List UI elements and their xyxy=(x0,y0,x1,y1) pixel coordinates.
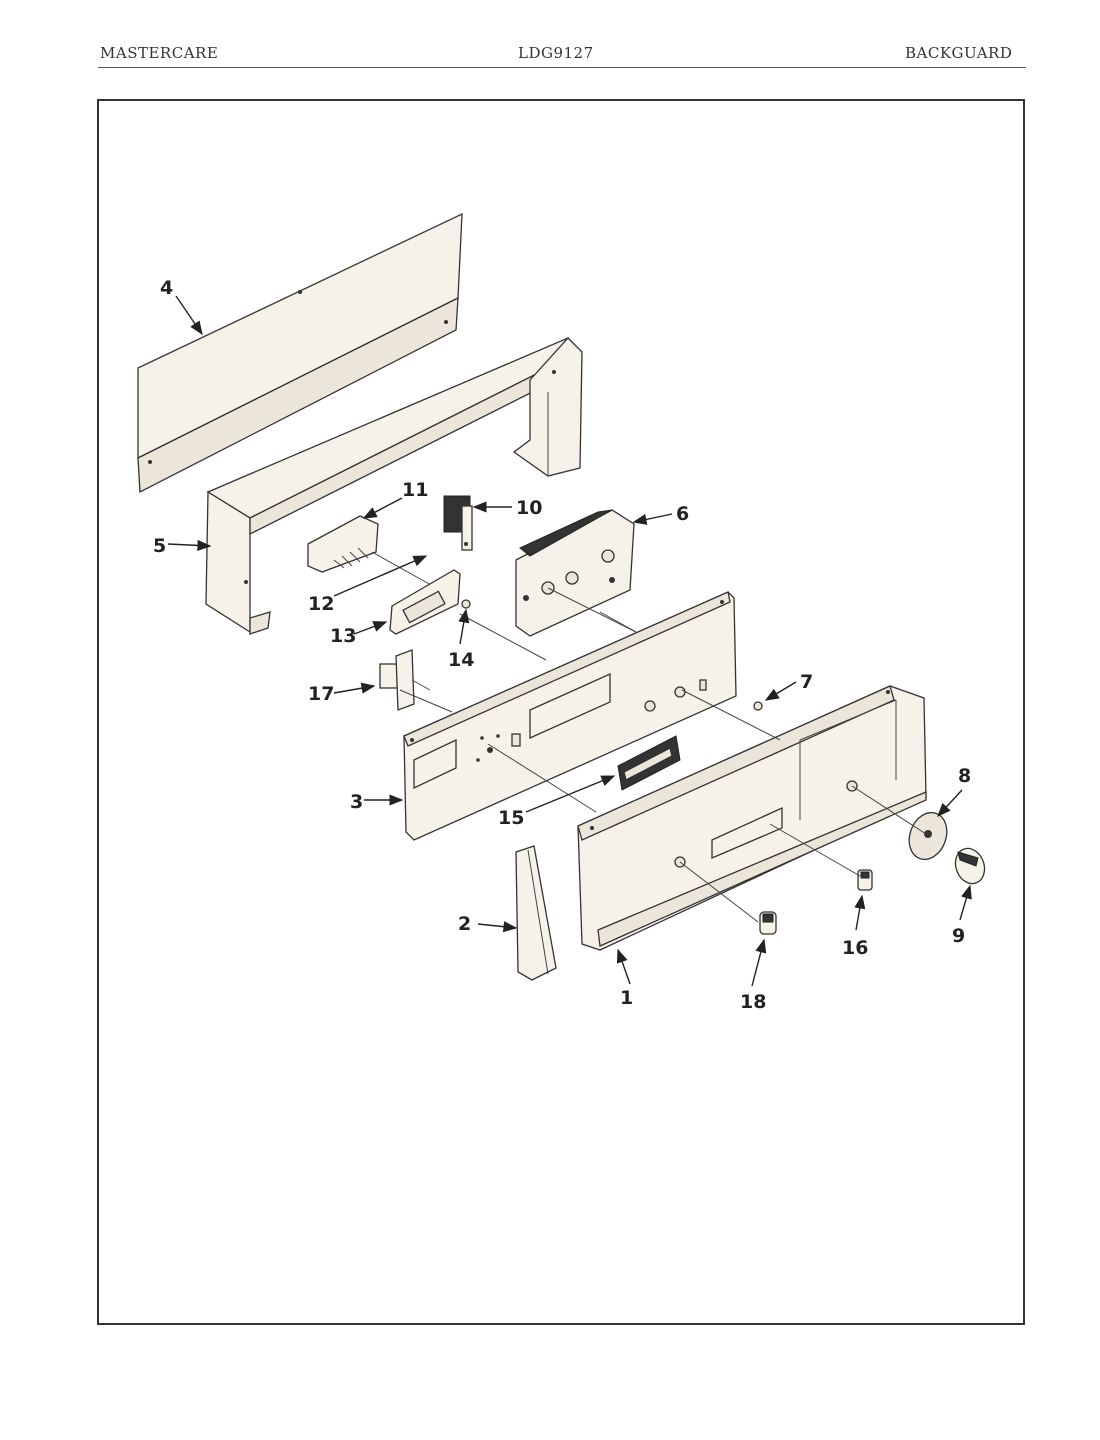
callout-17: 17 xyxy=(308,683,334,705)
leader-arrows xyxy=(167,295,972,987)
callout-6: 6 xyxy=(676,503,689,525)
callout-8: 8 xyxy=(958,765,971,787)
part-10-relay-switch xyxy=(443,495,473,551)
callout-1: 1 xyxy=(620,987,633,1009)
callout-5: 5 xyxy=(153,535,166,557)
header-brand: MASTERCARE xyxy=(100,44,219,62)
callout-2: 2 xyxy=(458,913,471,935)
callout-7: 7 xyxy=(800,671,813,693)
callout-3: 3 xyxy=(350,791,363,813)
part-16-small-knob xyxy=(857,869,873,891)
callout-4: 4 xyxy=(160,277,173,299)
part-6-clock-timer xyxy=(515,509,637,637)
part-13-mounting-bracket xyxy=(389,569,461,635)
part-18-small-knob xyxy=(759,911,777,935)
assembly-guide-lines xyxy=(399,611,927,923)
part-9-control-knob xyxy=(954,847,986,885)
callout-14: 14 xyxy=(448,649,474,671)
callout-12: 12 xyxy=(308,593,334,615)
part-1-front-control-panel xyxy=(577,685,927,951)
diagram-frame xyxy=(97,99,1025,1325)
callout-16: 16 xyxy=(842,937,868,959)
part-3-inner-control-panel xyxy=(403,591,737,841)
part-15-display-lens xyxy=(617,735,681,791)
part-5-rear-housing xyxy=(205,337,583,635)
part-2-end-trim xyxy=(515,845,557,981)
part-4-backguard-top-panel xyxy=(137,212,463,494)
callout-13: 13 xyxy=(330,625,356,647)
part-7-screw xyxy=(753,701,763,711)
callout-18: 18 xyxy=(740,991,766,1013)
header-divider xyxy=(98,67,1026,68)
part-14-screw xyxy=(461,599,471,609)
part-11-terminal-block xyxy=(307,515,441,591)
callout-15: 15 xyxy=(498,807,524,829)
callout-11: 11 xyxy=(402,479,428,501)
part-17-push-switch xyxy=(379,649,431,711)
part-8-knob-skirt xyxy=(908,811,948,861)
callout-9: 9 xyxy=(952,925,965,947)
header-section-title: BACKGUARD xyxy=(905,44,1013,62)
callout-10: 10 xyxy=(516,497,542,519)
header-model-number: LDG9127 xyxy=(518,44,594,62)
